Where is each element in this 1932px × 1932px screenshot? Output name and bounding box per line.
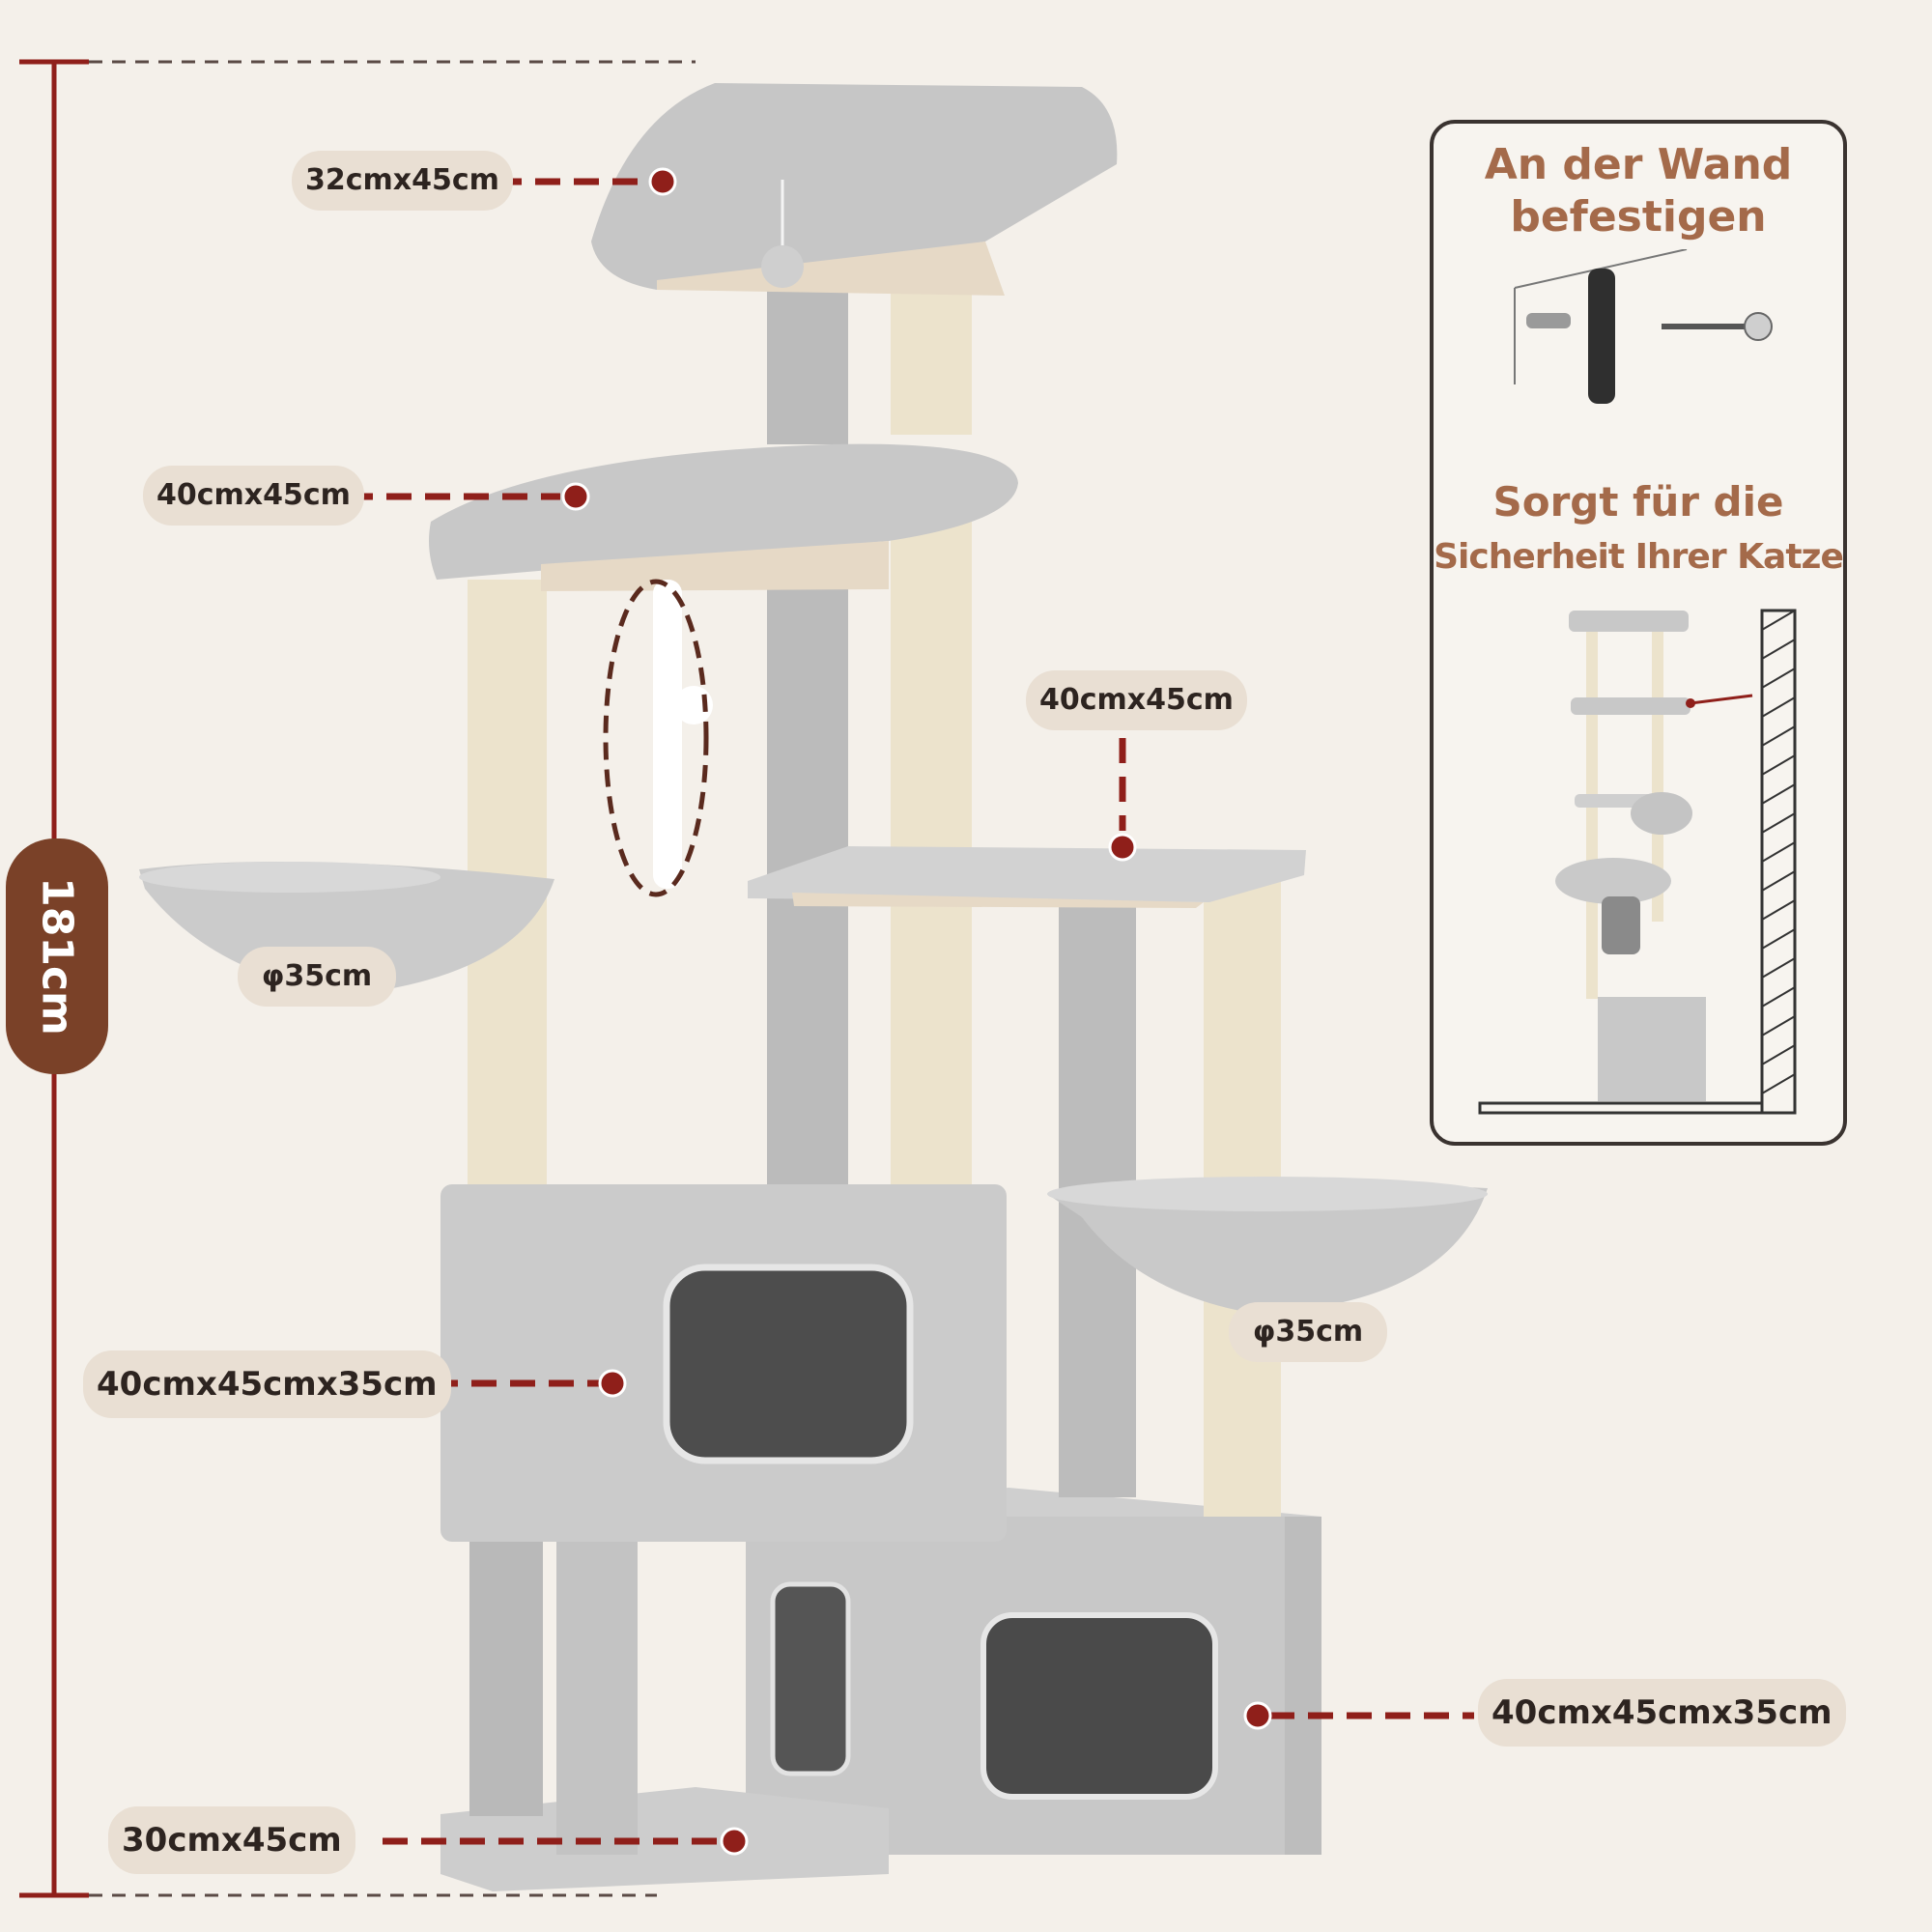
lower-posts — [469, 1507, 638, 1855]
total-height-value: 181cm — [32, 877, 82, 1036]
panel-subtitle-line1: Sorgt für die — [1492, 478, 1784, 526]
hanging-toy — [603, 579, 713, 897]
panel-title-line2: befestigen — [1510, 192, 1767, 242]
panel-subtitle-line2: Sicherheit Ihrer Katze — [1434, 537, 1844, 577]
middle-platform-dimension: 40cmx45cm — [1026, 670, 1247, 730]
total-height-badge: 181cm — [6, 838, 108, 1074]
upper-condo — [440, 1184, 1007, 1542]
panel-title-line1: An der Wand — [1484, 140, 1793, 189]
lower-condo — [746, 1488, 1321, 1855]
middle-platform — [748, 846, 1306, 908]
mount-bracket-icon — [1588, 269, 1615, 404]
base-dimension: 30cmx45cm — [108, 1806, 355, 1874]
top-platform-dimension: 32cmx45cm — [292, 151, 513, 211]
mini-cat-tree-wall-diagram — [1478, 609, 1797, 1115]
second-platform-dimension: 40cmx45cm — [143, 466, 364, 526]
wall-mount-panel: An der Wand befestigen Sorgt für die Sic… — [1430, 120, 1847, 1146]
leader-dots — [561, 167, 1272, 1856]
upper-condo-dimension: 40cmx45cmx35cm — [83, 1350, 451, 1418]
wall-anchor-diagram — [1514, 249, 1773, 404]
top-platform — [591, 83, 1118, 296]
left-basket-diameter: φ35cm — [238, 947, 396, 1007]
leader-lines — [348, 178, 1474, 1845]
second-platform — [429, 443, 1018, 591]
wall-anchor-icon — [1526, 313, 1571, 328]
right-basket-diameter: φ35cm — [1229, 1302, 1387, 1362]
right-basket — [1047, 1177, 1488, 1314]
lower-condo-dimension: 40cmx45cmx35cm — [1478, 1679, 1846, 1747]
screw-icon — [1744, 312, 1773, 341]
sisal-posts — [468, 184, 1281, 1517]
